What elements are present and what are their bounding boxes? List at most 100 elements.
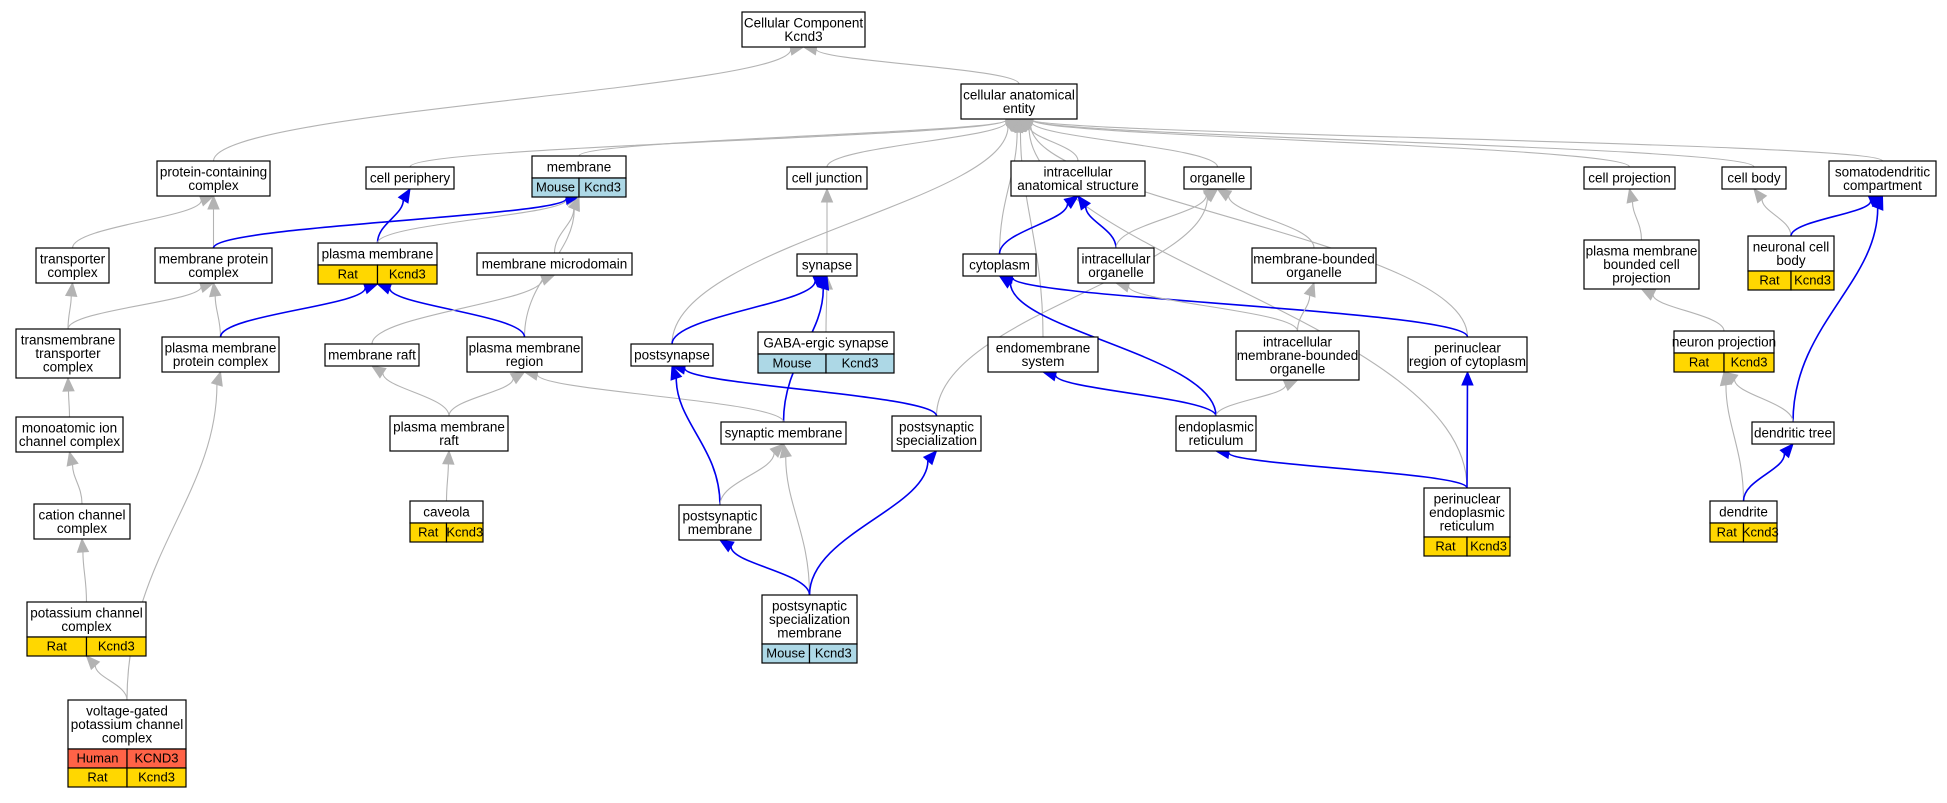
node-label-line: postsynaptic	[899, 419, 974, 434]
node-box[interactable]	[987, 336, 1099, 373]
node-box[interactable]	[1751, 421, 1835, 445]
node-box[interactable]	[67, 699, 187, 750]
node-mmd[interactable]: membrane microdomain	[476, 252, 633, 276]
node-box[interactable]	[1828, 160, 1937, 197]
node-label-line: membrane	[547, 160, 612, 175]
node-box[interactable]	[476, 252, 633, 276]
edge-pss-to-org	[935, 188, 1219, 417]
node-box[interactable]	[466, 336, 583, 373]
node-box[interactable]	[891, 415, 982, 452]
node-box[interactable]	[1583, 166, 1676, 190]
node-box[interactable]	[26, 601, 147, 638]
node-syn[interactable]: synapse	[796, 253, 858, 277]
node-box[interactable]	[154, 247, 273, 284]
node-box[interactable]	[741, 11, 866, 48]
node-label-line: complex	[43, 360, 94, 375]
node-box[interactable]	[15, 328, 121, 379]
edge-pmpc-to-pm	[219, 282, 379, 338]
node-org[interactable]: organelle	[1183, 166, 1252, 190]
node-box[interactable]	[33, 503, 131, 540]
node-label-line: neuron projection	[1672, 335, 1776, 350]
edge-line	[1215, 384, 1287, 417]
node-cper[interactable]: cell periphery	[365, 166, 455, 190]
node-mraft[interactable]: membrane raft	[324, 343, 420, 367]
node-label-line: Kcnd3	[784, 29, 822, 44]
node-box[interactable]	[365, 166, 455, 190]
node-box[interactable]	[761, 594, 858, 645]
node-box[interactable]	[1583, 239, 1700, 290]
node-cj[interactable]: cell junction	[786, 166, 868, 190]
node-cyto[interactable]: cytoplasm	[962, 253, 1037, 277]
node-box[interactable]	[1235, 330, 1360, 381]
node-cproj[interactable]: cell projection	[1583, 166, 1676, 190]
node-box[interactable]	[630, 343, 714, 367]
node-label-line: body	[1776, 253, 1806, 268]
node-box[interactable]	[1183, 166, 1252, 190]
node-box[interactable]	[1175, 415, 1257, 452]
node-box[interactable]	[15, 416, 124, 453]
node-label-line: specialization	[896, 433, 977, 448]
node-box[interactable]	[720, 421, 847, 445]
node-box[interactable]	[1747, 235, 1835, 272]
node-box[interactable]	[962, 253, 1037, 277]
edge-pmraft-to-mraft	[370, 365, 450, 417]
node-box[interactable]	[389, 415, 509, 452]
node-box[interactable]	[1077, 247, 1155, 284]
node-box[interactable]	[1423, 487, 1511, 538]
edge-per-to-er	[1214, 446, 1468, 489]
node-box[interactable]	[1010, 160, 1146, 197]
node-psyn[interactable]: postsynapse	[630, 343, 714, 367]
node-dtree[interactable]: dendritic tree	[1751, 421, 1835, 445]
node-box[interactable]	[1721, 166, 1787, 190]
node-box[interactable]	[156, 160, 271, 197]
node-box[interactable]	[1407, 336, 1528, 373]
node-box[interactable]	[1251, 247, 1377, 284]
node-box[interactable]	[796, 253, 858, 277]
node-box[interactable]	[161, 336, 280, 373]
node-synm[interactable]: synaptic membrane	[720, 421, 847, 445]
node-box[interactable]	[678, 504, 762, 541]
node-box[interactable]	[960, 83, 1078, 120]
node-cbody[interactable]: cell body	[1721, 166, 1787, 190]
node-label-line: protein complex	[173, 354, 269, 369]
species-label: Rat	[418, 525, 439, 540]
edge-line	[1031, 119, 1884, 162]
node-box[interactable]	[35, 247, 110, 284]
node-box[interactable]	[324, 343, 420, 367]
node-box[interactable]	[786, 166, 868, 190]
